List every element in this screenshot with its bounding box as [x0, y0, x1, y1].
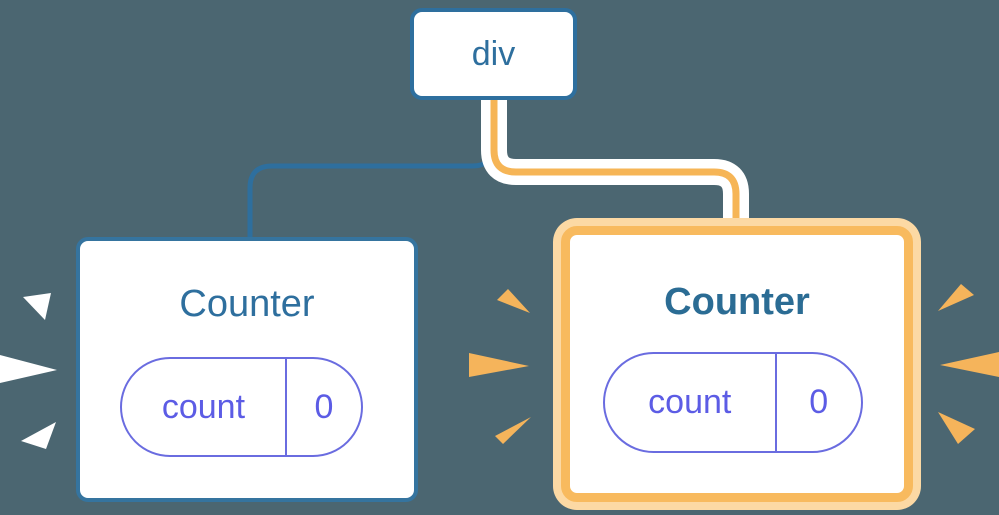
right-counter-node: Counter count 0 — [561, 226, 913, 502]
spark-icon — [21, 422, 56, 449]
right-counter-title: Counter — [664, 281, 810, 323]
spark-icon — [940, 352, 999, 377]
state-value: 0 — [314, 387, 334, 426]
spark-icon — [0, 355, 57, 383]
right-counter-sparks-left — [469, 289, 531, 444]
state-value: 0 — [809, 383, 829, 421]
left-counter-sparks — [0, 293, 57, 449]
right-counter-state-pill: count 0 — [603, 352, 863, 453]
spark-icon — [497, 289, 530, 313]
right-counter-sparks-right — [938, 284, 999, 444]
root-div-node: div — [410, 8, 577, 100]
spark-icon — [23, 293, 51, 320]
state-key: count — [605, 354, 777, 451]
edge-div-to-right-counter — [490, 96, 740, 230]
spark-icon — [495, 417, 531, 444]
edge-div-to-left-counter — [247, 96, 497, 241]
root-div-label: div — [471, 34, 516, 73]
left-counter-state-pill: count 0 — [120, 357, 363, 457]
state-key: count — [122, 359, 287, 455]
spark-icon — [938, 412, 975, 444]
left-counter-title: Counter — [179, 283, 315, 325]
left-counter-node: Counter count 0 — [76, 237, 418, 502]
spark-icon — [469, 353, 529, 377]
edge-div-to-right-counter-casing — [481, 96, 749, 230]
spark-icon — [938, 284, 974, 311]
